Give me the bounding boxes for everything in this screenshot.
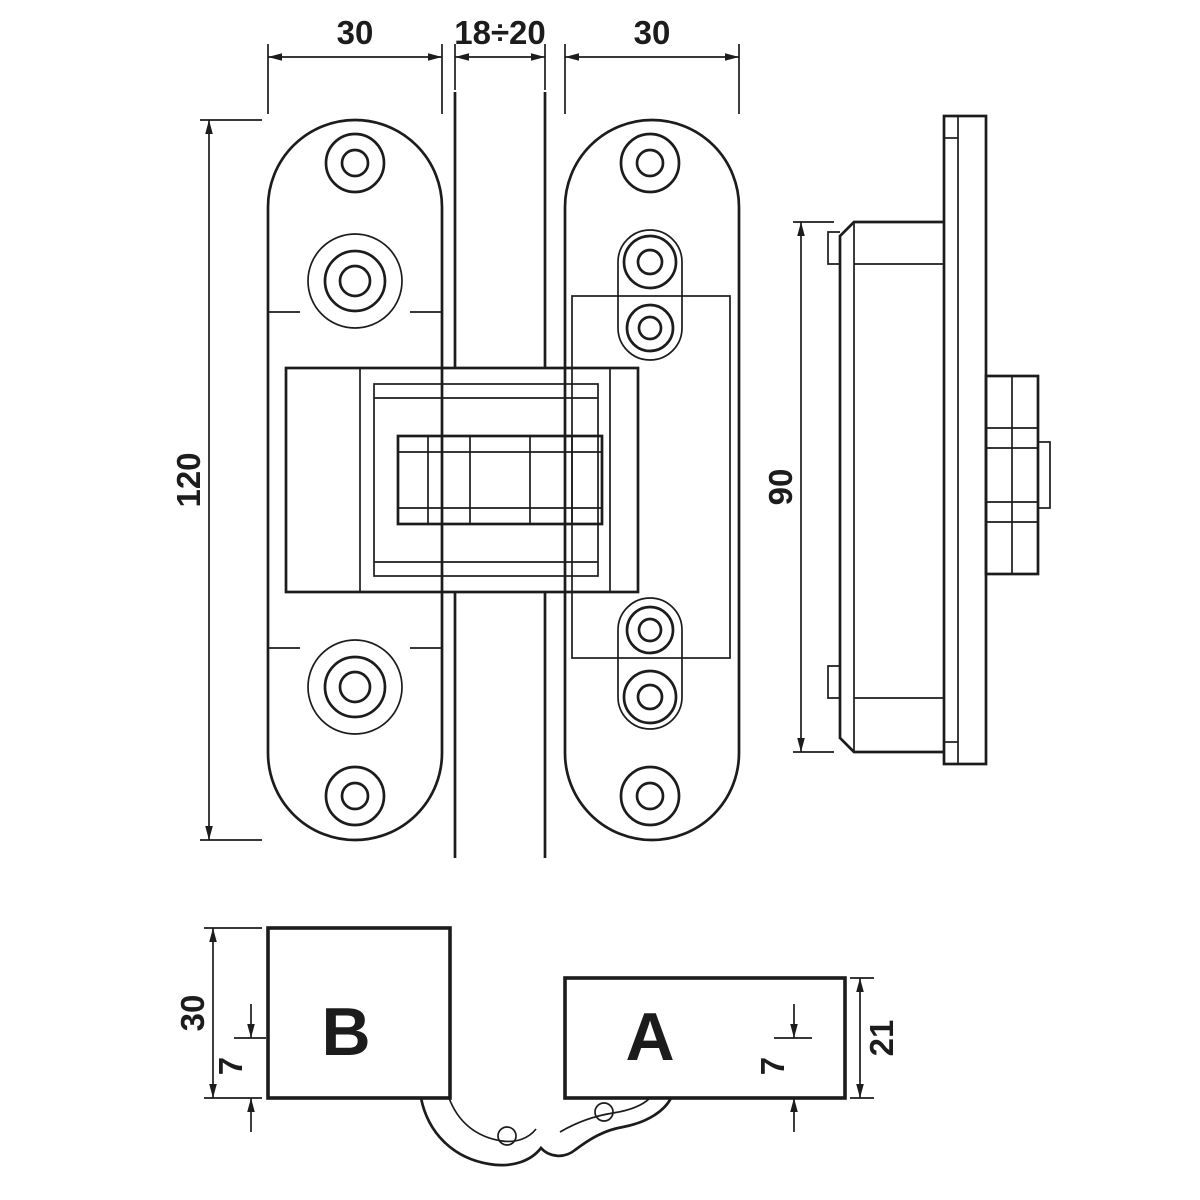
screw-hole bbox=[622, 669, 678, 725]
side-knuckle bbox=[984, 374, 1051, 576]
bottom-left-depth-dimension: 30 bbox=[174, 927, 262, 1099]
front-left-plate bbox=[266, 118, 444, 842]
dim-left-block-depth: 30 bbox=[174, 995, 211, 1032]
screw-hole bbox=[324, 765, 386, 827]
dim-body-height: 90 bbox=[762, 469, 799, 506]
dim-right-plate-width: 30 bbox=[634, 14, 671, 51]
dim-total-height: 120 bbox=[170, 452, 207, 507]
dim-gap-range: 18÷20 bbox=[454, 14, 546, 51]
bottom-left-offset-dimension: 7 bbox=[212, 1004, 266, 1132]
mechanism-inner-frame bbox=[373, 383, 599, 577]
screw-hole bbox=[619, 132, 681, 194]
side-body bbox=[827, 220, 944, 754]
leaf-b-block bbox=[266, 926, 452, 1100]
spring-clip bbox=[827, 665, 840, 699]
leaf-a-block bbox=[563, 976, 847, 1100]
right-plate-outline bbox=[563, 118, 741, 842]
screw-hole-inner bbox=[340, 148, 370, 178]
mechanism-outer-curve bbox=[419, 1097, 673, 1167]
screw-hole-inner bbox=[637, 315, 663, 341]
screw-hole-inner bbox=[338, 264, 372, 298]
front-right-plate bbox=[563, 118, 741, 842]
bottom-right-offset-dimension: 7 bbox=[754, 1004, 812, 1132]
center-gap-strip bbox=[453, 92, 547, 858]
face-plate-outline bbox=[942, 114, 988, 766]
mechanism-housing bbox=[284, 366, 640, 594]
screw-boss bbox=[307, 233, 403, 329]
dim-right-block-depth: 21 bbox=[863, 1020, 900, 1057]
screw-hole-inner bbox=[338, 670, 372, 704]
screw-hole-inner bbox=[635, 148, 665, 178]
left-plate-outline bbox=[266, 118, 444, 842]
screw-hole bbox=[619, 765, 681, 827]
mechanism-inner-curve bbox=[448, 1097, 537, 1143]
side-view: 90 bbox=[762, 114, 1051, 766]
screw-hole-inner bbox=[637, 617, 663, 643]
dim-left-plate-width: 30 bbox=[337, 14, 374, 51]
screw-hole bbox=[323, 655, 387, 719]
pivot-mechanism bbox=[284, 366, 640, 594]
screw-hole-inner bbox=[636, 248, 664, 276]
body-outline bbox=[838, 220, 944, 754]
side-height-dimension: 90 bbox=[762, 221, 834, 753]
label-leaf-b: B bbox=[321, 994, 370, 1070]
mechanism-slide bbox=[396, 434, 604, 526]
spring-clip bbox=[827, 231, 840, 265]
screw-boss-stadium bbox=[617, 229, 683, 361]
front-top-dimensions: 30 18÷20 30 bbox=[267, 14, 740, 114]
screw-hole-inner bbox=[636, 683, 664, 711]
front-view: 30 18÷20 30 120 bbox=[170, 14, 741, 858]
front-height-dimension: 120 bbox=[170, 119, 262, 841]
dim-left-offset: 7 bbox=[212, 1057, 249, 1075]
pivot-pin bbox=[594, 1102, 614, 1122]
folded-mechanism bbox=[419, 1097, 673, 1167]
screw-hole bbox=[622, 234, 678, 290]
screw-hole bbox=[324, 132, 386, 194]
dim-right-offset: 7 bbox=[754, 1057, 791, 1075]
screw-hole-inner bbox=[635, 781, 665, 811]
screw-hole bbox=[625, 605, 675, 655]
bottom-view: B A 30 7 7 bbox=[174, 926, 900, 1167]
screw-hole bbox=[323, 249, 387, 313]
screw-boss bbox=[307, 639, 403, 735]
bottom-right-depth-dimension: 21 bbox=[850, 977, 900, 1099]
screw-boss-stadium bbox=[617, 597, 683, 730]
side-face-plate bbox=[942, 114, 988, 766]
knuckle-step bbox=[1037, 441, 1051, 509]
pivot-pin bbox=[497, 1126, 517, 1146]
screw-hole bbox=[625, 303, 675, 353]
label-leaf-a: A bbox=[625, 999, 674, 1075]
screw-hole-inner bbox=[340, 781, 370, 811]
